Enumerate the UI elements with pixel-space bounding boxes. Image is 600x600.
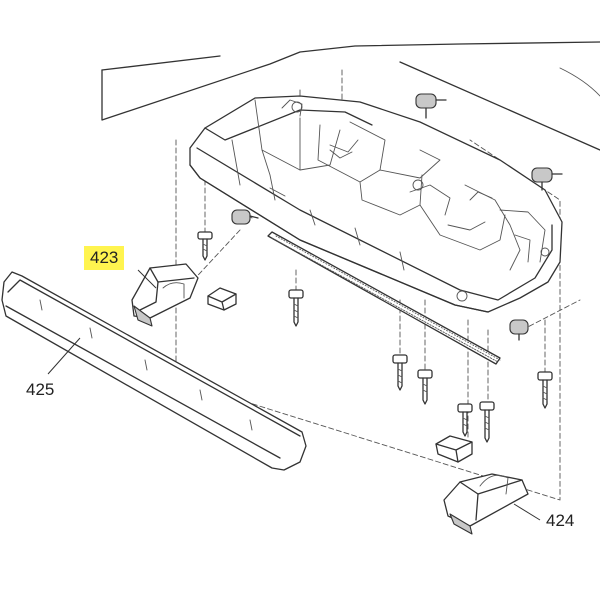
callout-425: 425 (26, 380, 55, 399)
screw (197, 231, 213, 261)
screw (417, 369, 433, 405)
motor-housing-outline (101, 41, 600, 151)
rubber-foot-2 (531, 167, 563, 191)
front-bumper (1, 271, 307, 471)
rubber-foot-4 (509, 319, 529, 341)
rubber-foot-1 (415, 93, 447, 119)
small-clip-left (207, 287, 237, 311)
bristle-strip (267, 231, 501, 365)
screw (288, 289, 304, 327)
screw (392, 354, 408, 391)
callout-423: 423 (84, 246, 125, 270)
right-bracket (443, 473, 529, 535)
callout-424: 424 (546, 511, 575, 530)
small-clip-right (435, 435, 473, 463)
screw (537, 371, 553, 409)
lower-housing (189, 95, 563, 313)
leader-line-425 (47, 337, 81, 375)
screw (457, 403, 473, 437)
leader-line-423 (137, 269, 157, 289)
left-bracket (131, 263, 199, 327)
screw (479, 401, 495, 443)
rubber-foot-3 (231, 209, 259, 225)
leader-line-424 (513, 503, 541, 521)
